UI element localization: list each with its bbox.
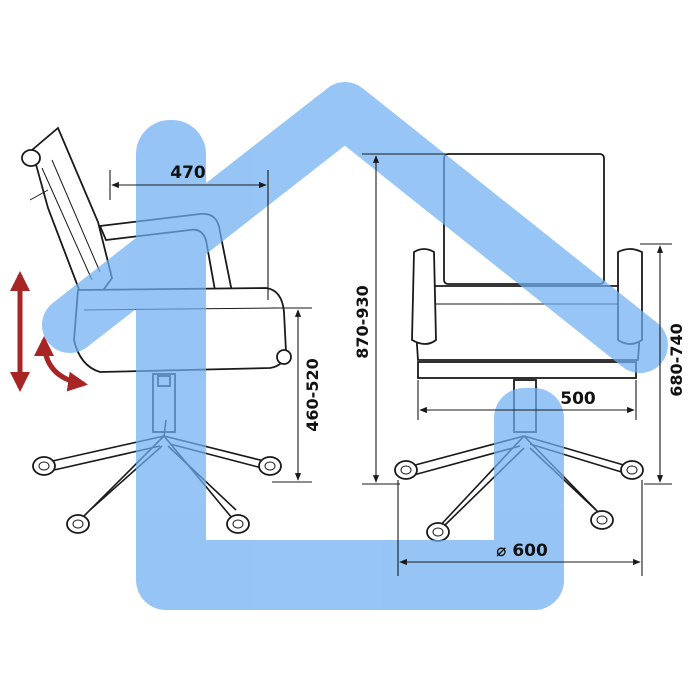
dim-back-depth: 470 xyxy=(109,163,269,300)
dim-base-diameter-label: ⌀ 600 xyxy=(496,541,548,561)
dim-seat-height-label: 460-520 xyxy=(303,358,322,431)
dim-seat-width: 500 xyxy=(417,380,637,420)
curved-arrow-icon xyxy=(34,336,88,392)
dim-seat-width-label: 500 xyxy=(560,389,596,409)
dim-back-depth-label: 470 xyxy=(170,163,206,183)
house-logo-icon xyxy=(42,82,668,610)
dim-arm-height: 680-740 xyxy=(640,243,686,485)
dim-overall-height-label: 870-930 xyxy=(353,285,372,358)
dim-arm-height-label: 680-740 xyxy=(667,323,686,396)
side-casters xyxy=(32,456,282,534)
front-base-legs xyxy=(403,435,635,531)
front-casters xyxy=(394,460,644,542)
headrest-cap xyxy=(21,149,41,167)
dim-base-diameter: ⌀ 600 xyxy=(397,480,643,576)
dim-seat-height: 460-520 xyxy=(272,307,322,483)
dim-overall-height: 870-930 xyxy=(353,153,446,485)
front-armrest-left xyxy=(411,248,437,345)
